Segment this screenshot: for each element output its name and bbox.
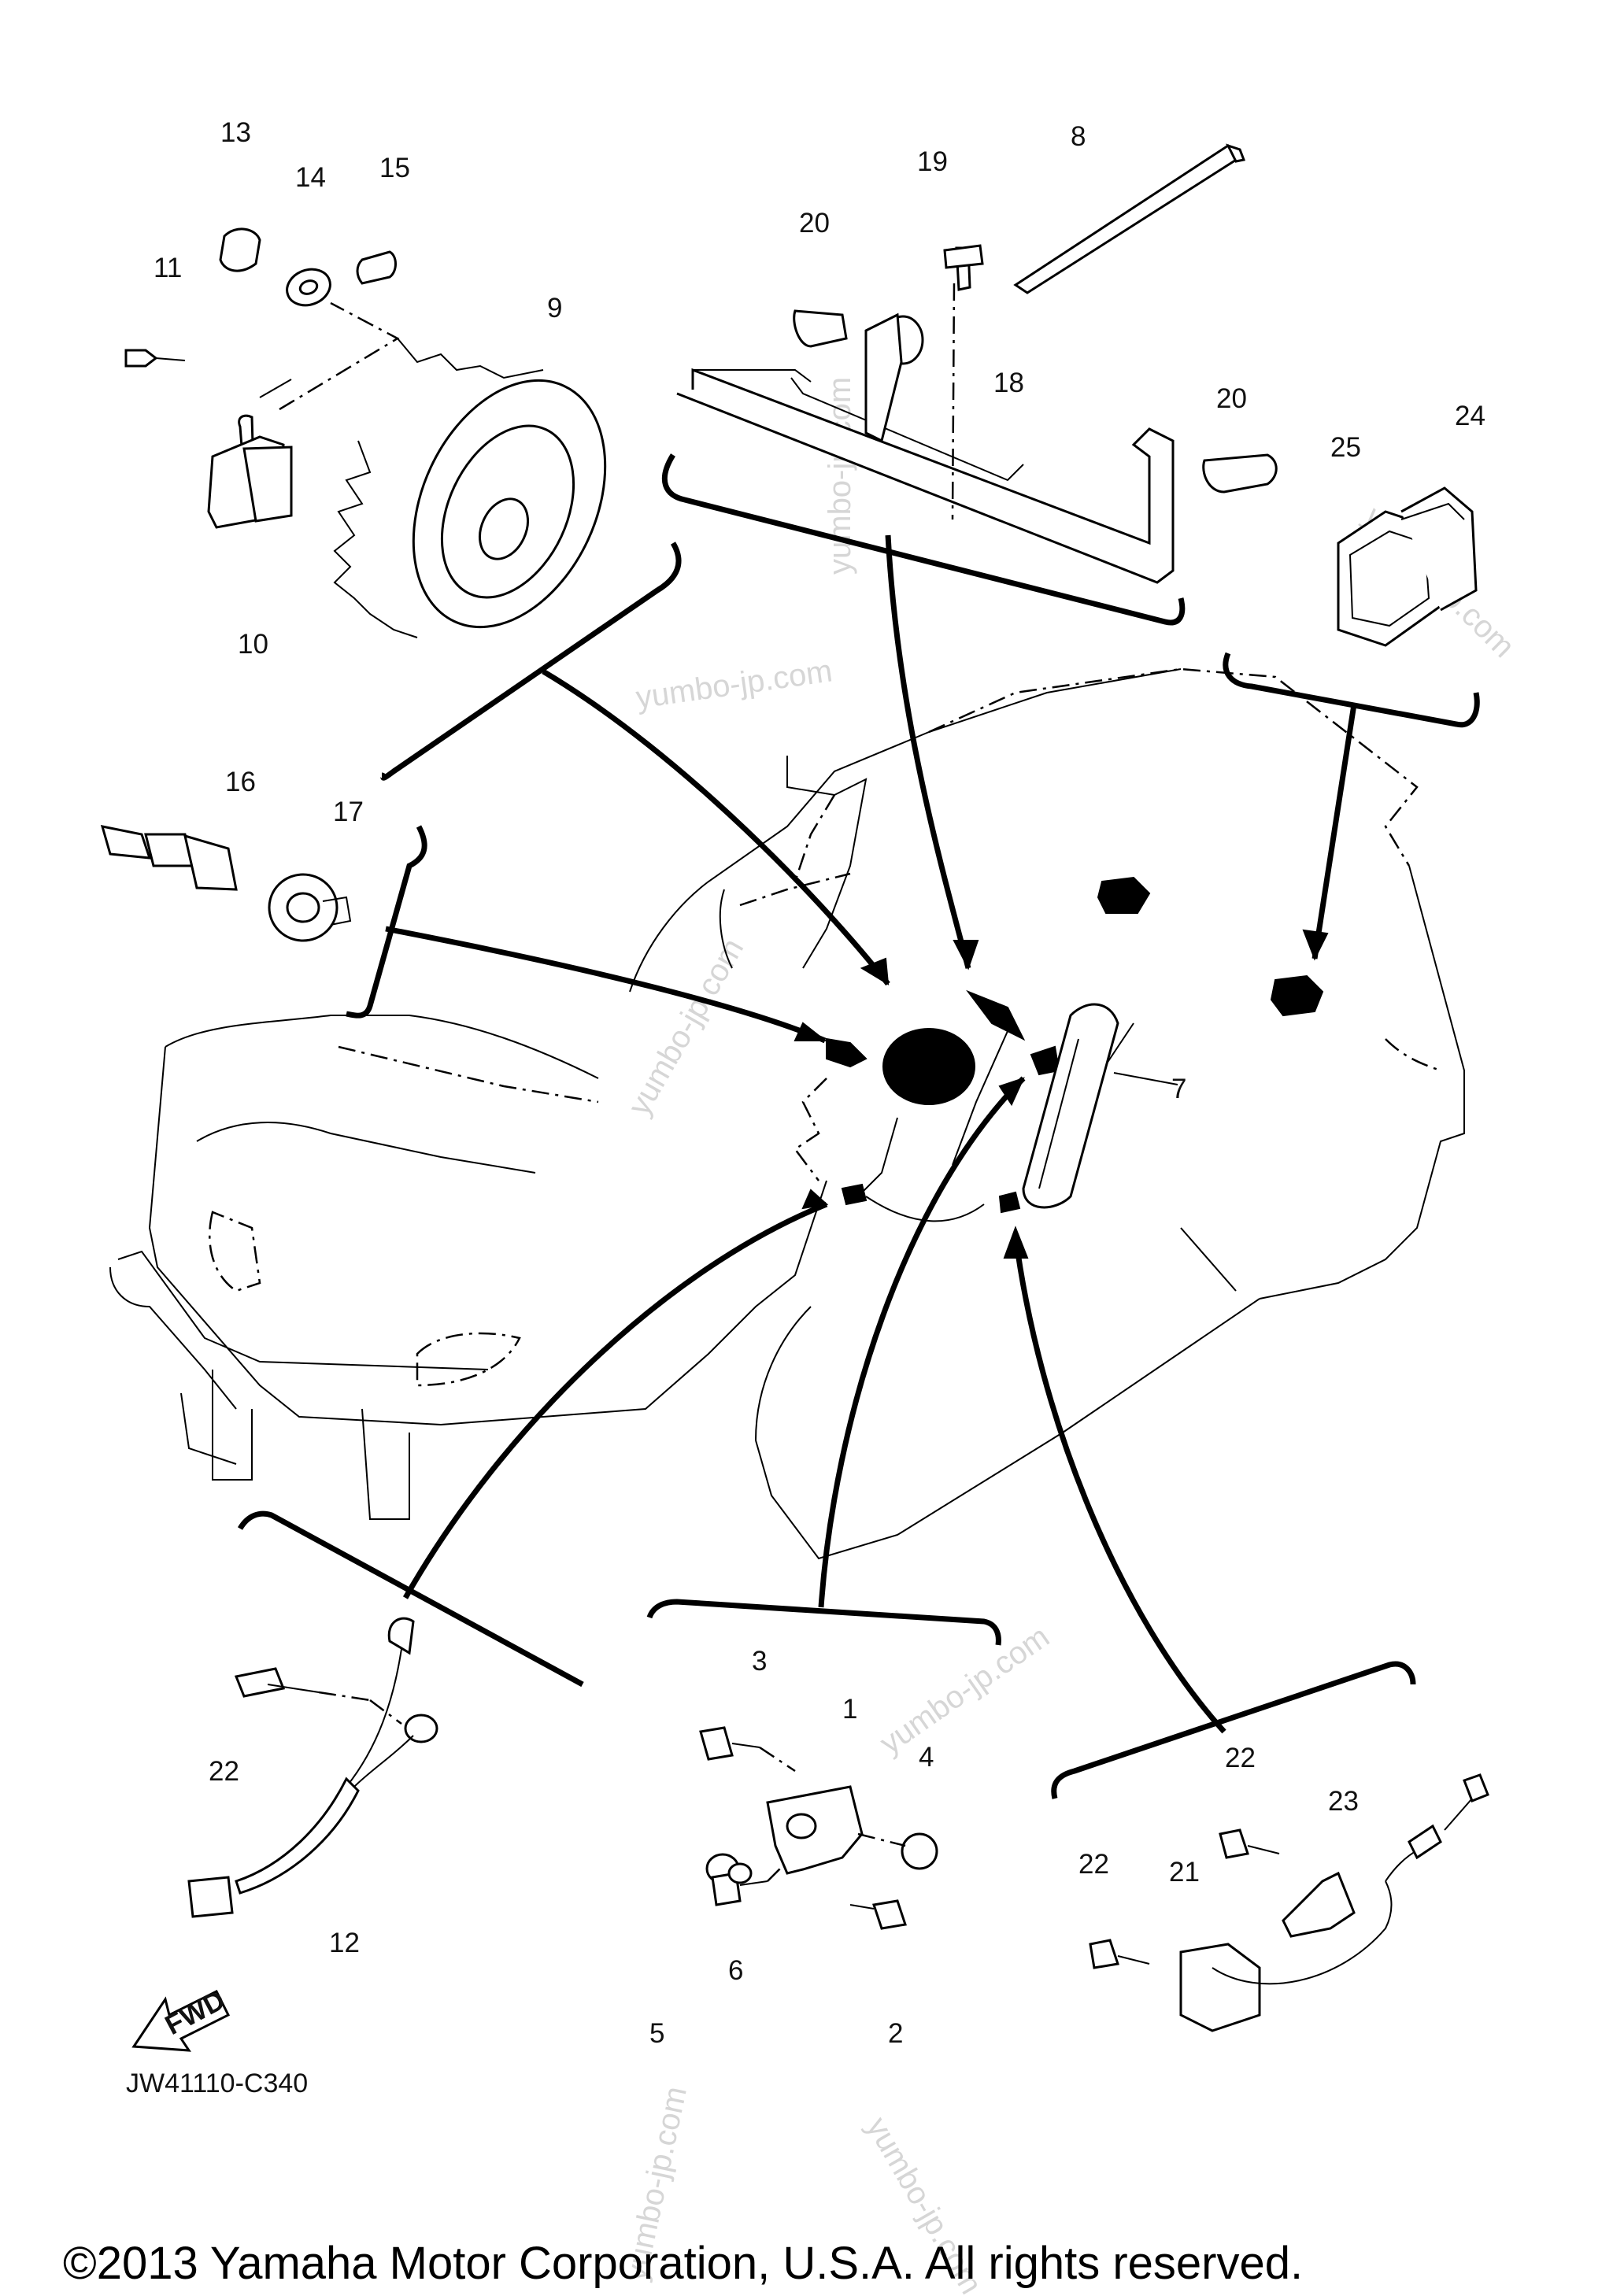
- part-label-18: 18: [993, 368, 1024, 398]
- part-label-14: 14: [295, 162, 326, 193]
- watermark: yumbo-jp.com: [634, 653, 834, 715]
- watermark: yumbo-jp.com: [622, 933, 751, 1122]
- grommet-group: [1337, 486, 1478, 647]
- copyright-text: ©2013 Yamaha Motor Corporation, U.S.A. A…: [63, 2238, 1303, 2289]
- callout-labels: 13 14 15 11 9 10 19 8 20 18 20 24 25 16 …: [154, 117, 1485, 2049]
- part-label-22c: 22: [1078, 1849, 1109, 1880]
- part-label-4: 4: [919, 1742, 934, 1773]
- bracket-group: [676, 143, 1278, 584]
- part-label-2: 2: [888, 2018, 903, 2049]
- group-brackets: [237, 453, 1480, 1799]
- part-label-20a: 20: [799, 208, 830, 238]
- part-label-22a: 22: [209, 1756, 239, 1787]
- part-label-11: 11: [154, 253, 182, 283]
- part-label-13: 13: [220, 117, 251, 148]
- part-label-6: 6: [728, 1955, 743, 1986]
- part-label-15: 15: [379, 153, 410, 183]
- sensor-group: [100, 825, 352, 942]
- harness-group: [187, 1617, 438, 1918]
- sensor-bracket-group: [1089, 1773, 1489, 2032]
- part-label-17: 17: [333, 797, 364, 827]
- part-label-3: 3: [752, 1646, 767, 1677]
- leader-lines: [385, 534, 1357, 1734]
- fwd-arrow: FWD: [131, 1984, 230, 2052]
- diagram-code: JW41110-C340: [126, 2069, 308, 2098]
- part-label-12: 12: [329, 1928, 360, 1958]
- part-label-5: 5: [649, 2018, 664, 2049]
- part-label-8: 8: [1071, 121, 1086, 152]
- part-label-23: 23: [1328, 1786, 1359, 1817]
- watermarks: yumbo-jp.com yumbo-jp.com yumbo-jp.com y…: [619, 377, 1522, 2296]
- flywheel-group: [124, 227, 607, 638]
- watermark: yumbo-jp.com: [874, 1619, 1056, 1761]
- part-label-1: 1: [842, 1694, 857, 1725]
- part-label-16: 16: [225, 767, 256, 797]
- vehicle-body: [109, 667, 1465, 1560]
- part-label-24: 24: [1455, 401, 1485, 431]
- part-label-21: 21: [1169, 1857, 1200, 1887]
- part-label-7: 7: [1171, 1074, 1186, 1104]
- part-label-9: 9: [547, 293, 562, 324]
- mount-bracket-group: [699, 1726, 938, 1930]
- part-label-10: 10: [238, 629, 268, 660]
- part-label-22b: 22: [1225, 1743, 1256, 1773]
- part-label-19: 19: [917, 146, 948, 177]
- part-label-25: 25: [1330, 432, 1361, 463]
- part-label-20b: 20: [1216, 383, 1247, 414]
